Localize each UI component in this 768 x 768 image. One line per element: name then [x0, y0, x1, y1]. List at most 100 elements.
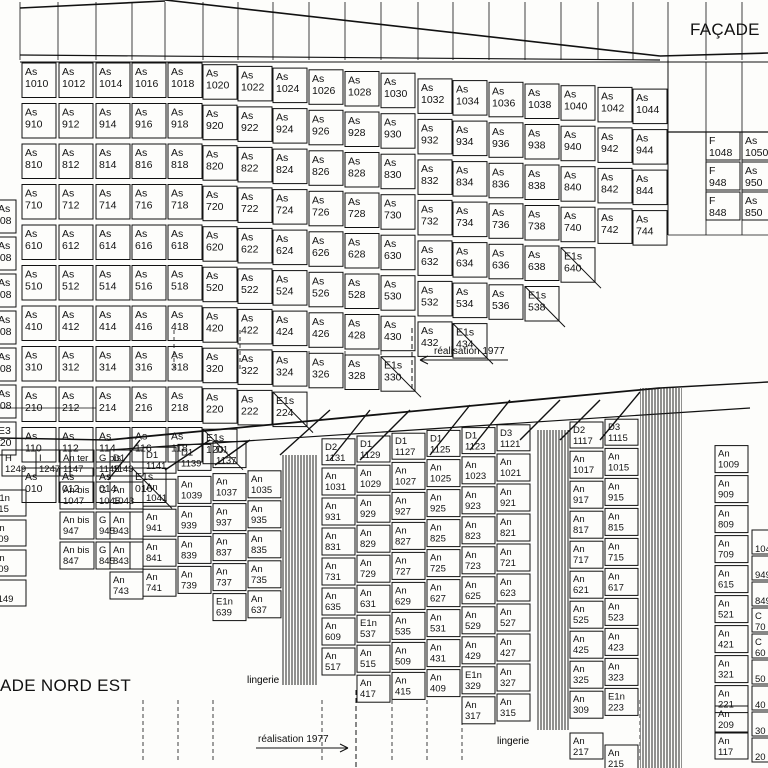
unit-type-218: As	[171, 390, 183, 402]
unit-cell: An009	[0, 549, 27, 577]
unit-number-1042: 1042	[601, 102, 625, 114]
unit-type-422: As	[241, 312, 253, 324]
unit-number-1131: 1131	[325, 453, 345, 464]
unit-number-926: 926	[312, 125, 330, 137]
unit-type-1044: As	[636, 92, 648, 104]
unit-number-638: 638	[528, 261, 546, 273]
unit-type-1115: D3	[608, 422, 620, 433]
unit-type-950: As	[745, 165, 757, 177]
unit-type-820: As	[206, 149, 218, 161]
unit-type-1123: D1	[465, 431, 477, 442]
unit-number-edge-009: 009	[0, 564, 9, 575]
unit-type-930: As	[384, 117, 396, 129]
unit-type-629: An	[395, 585, 407, 596]
unit-number-630: 630	[384, 250, 402, 262]
unit-type-1015: An	[608, 451, 620, 462]
unit-type-842: As	[601, 171, 613, 183]
unit-type-416: As	[135, 309, 147, 321]
unit-number-1041: 1041	[146, 493, 167, 504]
unit-type-edge: As	[0, 351, 10, 363]
unit-number-740: 740	[564, 222, 582, 234]
unit-number-614: 614	[99, 240, 117, 252]
unit-type-1047: An bis	[63, 485, 90, 496]
unit-type-edge: As	[0, 240, 10, 252]
unit-type-721: An	[500, 547, 512, 558]
unit-type-532: As	[421, 284, 433, 296]
stair-diagonal	[202, 428, 244, 471]
unit-number-909: 909	[718, 490, 734, 501]
unit-number-721: 721	[500, 558, 516, 569]
unit-type-1032: As	[421, 82, 433, 94]
unit-number-829: 829	[360, 539, 376, 550]
unit-type-1139: D1	[181, 447, 193, 458]
unit-type-429: An	[465, 640, 477, 651]
unit-type-1143: D1	[113, 453, 125, 464]
stair-diagonal	[380, 356, 422, 398]
unit-number-309: 309	[573, 705, 589, 716]
unit-number-948: 948	[709, 177, 727, 189]
roof-line-bottom	[659, 381, 768, 389]
unit-type-737: An	[216, 567, 228, 578]
unit-number-610: 610	[25, 240, 43, 252]
unit-number-1047: 1047	[63, 496, 84, 507]
unit-number-620: 620	[206, 242, 224, 254]
unit-type-112: As	[62, 431, 74, 443]
unit-type-1045: G	[99, 485, 106, 496]
unit-type-321: An	[718, 659, 730, 670]
unit-type-848: F	[709, 195, 715, 207]
unit-type-726: As	[312, 194, 324, 206]
unit-number-417: 417	[360, 689, 376, 700]
unit-number-947: 947	[63, 526, 79, 537]
unit-number-323: 323	[608, 672, 624, 683]
unit-type-841: An	[146, 542, 158, 553]
unit-type-210: As	[25, 390, 37, 402]
unit-type-edge: E3	[0, 425, 11, 437]
unit-number-318: 318	[171, 362, 189, 374]
unit-type-320: As	[206, 351, 218, 363]
unit-number-224: 224	[276, 407, 294, 419]
stair-diagonal	[272, 391, 314, 433]
unit-number-316: 316	[135, 362, 153, 374]
unit-number-709: 709	[718, 550, 734, 561]
unit-type-809: An	[718, 509, 730, 520]
unit-number-841: 841	[146, 553, 162, 564]
unit-number-831: 831	[325, 542, 341, 553]
facade-title-bottom: ADE NORD EST	[0, 676, 132, 695]
unit-number-632: 632	[421, 256, 439, 268]
unit-number-847: 847	[63, 556, 79, 567]
unit-type-816: As	[135, 147, 147, 159]
